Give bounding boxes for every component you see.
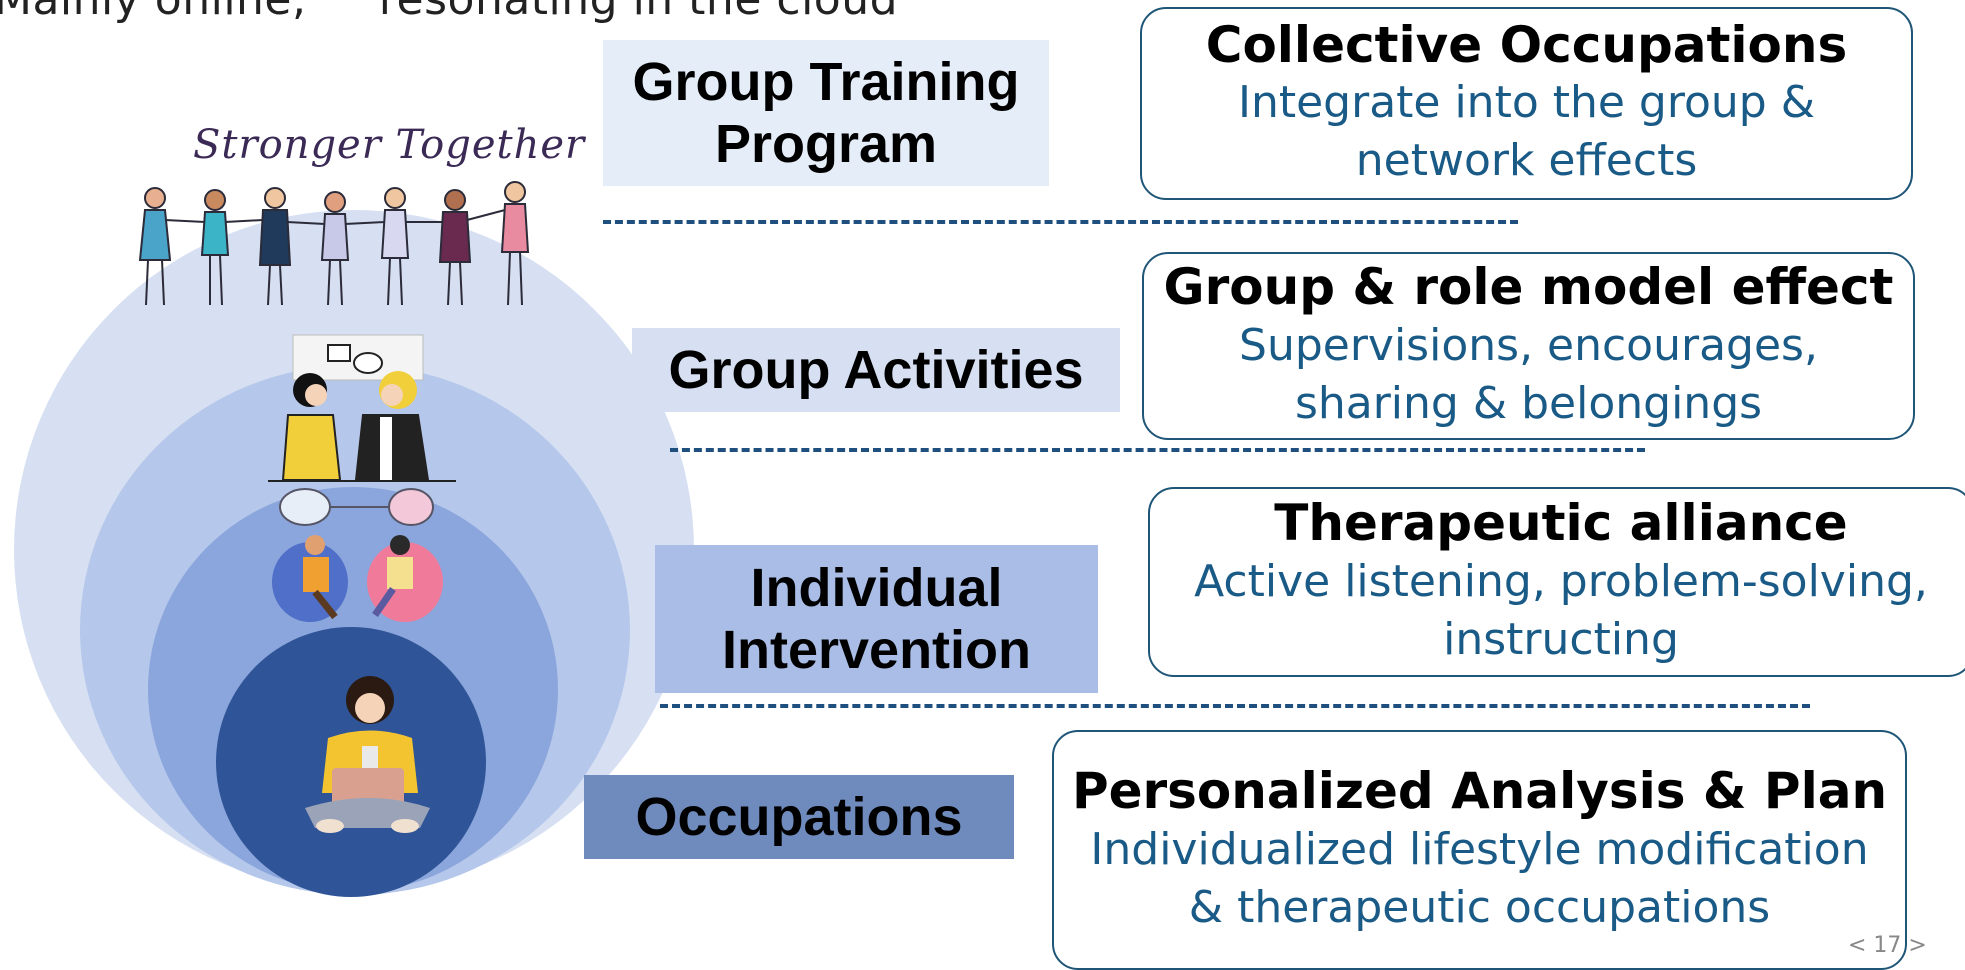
box-sub-line: & therapeutic occupations <box>1188 881 1771 933</box>
layer-occupations: Occupations <box>584 775 1014 859</box>
box-heading: Therapeutic alliance <box>1274 494 1848 553</box>
layer-label-line: Group Training <box>632 51 1020 112</box>
box-sub-line: Supervisions, encourages, <box>1239 319 1818 371</box>
box-sub-line: Individualized lifestyle modification <box>1090 823 1869 875</box>
box-sub-line: Active listening, problem-solving, <box>1194 555 1928 607</box>
layer-label-line: Group Activities <box>668 339 1084 400</box>
box-sub-line: instructing <box>1443 613 1679 665</box>
box-sub-line: sharing & belongings <box>1294 377 1763 429</box>
therapy-session-icon <box>272 488 443 622</box>
layer-label-line: Program <box>714 114 938 174</box>
layer-individual-intervention: Individual Intervention <box>655 545 1098 693</box>
box-therapeutic-alliance: Therapeutic alliance Active listening, p… <box>1148 487 1965 677</box>
group-of-people-icon <box>138 181 530 306</box>
layer-label-line: Individual <box>750 557 1003 618</box>
header-text: Mainly online, resonating in the cloud <box>0 0 898 25</box>
box-group-role-model-effect: Group & role model effect Supervisions, … <box>1142 252 1915 440</box>
separator-line <box>660 704 1810 708</box>
box-heading: Collective Occupations <box>1205 15 1848 74</box>
stronger-together-caption: Stronger Together <box>193 122 586 168</box>
separator-line <box>603 220 1518 224</box>
box-heading: Group & role model effect <box>1163 258 1894 317</box>
person-with-laptop-icon <box>305 676 430 833</box>
page-number: < 17 > <box>1848 933 1927 958</box>
layer-group-activities: Group Activities <box>632 328 1120 412</box>
separator-line <box>670 448 1645 452</box>
layer-label-line: Intervention <box>721 620 1032 680</box>
two-people-chatting-icon <box>268 334 456 482</box>
box-sub-line: network effects <box>1355 135 1698 187</box>
box-heading: Personalized Analysis & Plan <box>1071 762 1888 821</box>
layer-label-line: Occupations <box>635 786 963 847</box>
box-sub-line: Integrate into the group & <box>1237 77 1816 129</box>
layer-group-training-program: Group Training Program <box>603 40 1049 186</box>
box-personalized-analysis-plan: Personalized Analysis & Plan Individuali… <box>1052 730 1907 970</box>
box-collective-occupations: Collective Occupations Integrate into th… <box>1140 7 1913 200</box>
